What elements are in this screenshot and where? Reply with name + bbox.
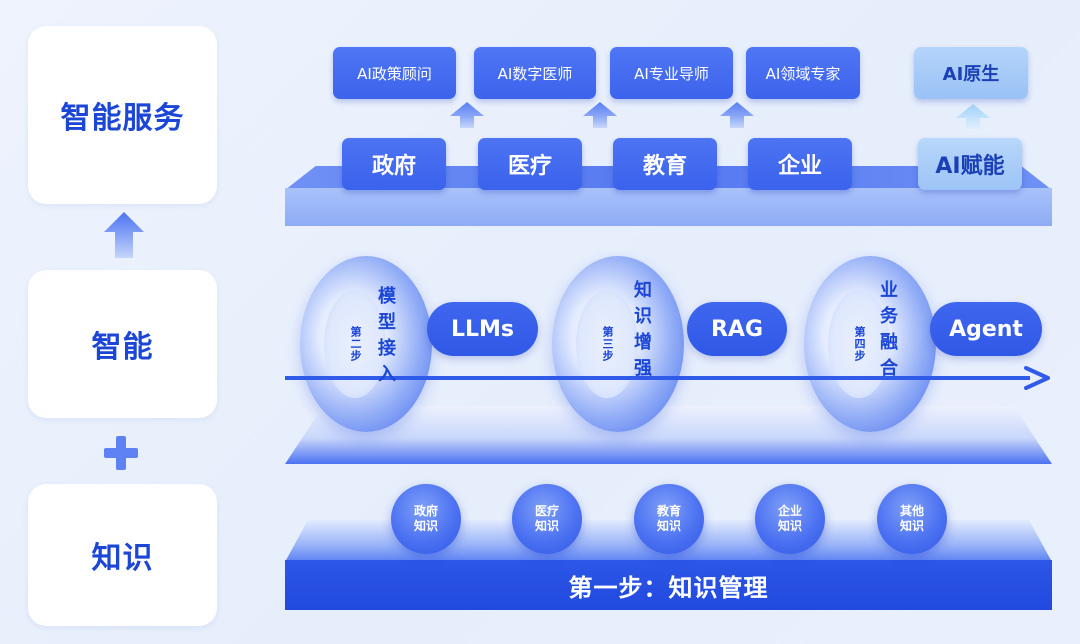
up-arrow-icon [583, 102, 617, 128]
up-arrow-icon [450, 102, 484, 128]
sector-government: 政府 [342, 138, 446, 190]
tech-label: Agent [949, 316, 1023, 342]
ball-line2: 知识 [656, 519, 681, 533]
step-number-label: 第四步 [853, 326, 866, 362]
service-ai-professional-tutor: AI专业导师 [610, 47, 733, 99]
ai-native-box: AI原生 [914, 47, 1028, 99]
title-char: 融 [880, 332, 898, 353]
service-ai-policy-advisor: AI政策顾问 [333, 47, 456, 99]
sector-label: 教育 [642, 154, 687, 179]
process-arrow-line [285, 376, 1030, 380]
title-char: 知 [634, 280, 652, 301]
ball-line2: 知识 [413, 519, 438, 533]
title-char: 型 [378, 312, 396, 333]
top-platform-base [285, 188, 1052, 226]
knowledge-ball-government: 政府 知识 [391, 484, 461, 554]
knowledge-label: 知识 [91, 541, 154, 576]
ball-line2: 知识 [534, 519, 559, 533]
service-label: AI领域专家 [765, 64, 841, 83]
title-char: 识 [634, 306, 652, 327]
knowledge-management-banner: 第一步：知识管理 [285, 560, 1052, 610]
step-ring-business-fusion: 第四步 [804, 256, 936, 432]
ball-line2: 知识 [777, 519, 802, 533]
up-arrow-icon [956, 104, 990, 130]
service-label: AI专业导师 [634, 64, 709, 83]
tech-pill-rag: RAG [687, 302, 787, 356]
sector-label: 政府 [371, 154, 416, 179]
title-char: 入 [378, 364, 396, 385]
title-char: 业 [880, 280, 898, 301]
ball-line1: 医疗 [534, 504, 559, 518]
middle-platform [285, 406, 1052, 464]
knowledge-ball-other: 其他 知识 [877, 484, 947, 554]
ai-empower-label: AI赋能 [935, 154, 1005, 179]
ring-hole: 第三步 [576, 290, 638, 398]
ball-line1: 其他 [899, 504, 924, 518]
tech-pill-llms: LLMs [427, 302, 538, 356]
step-number-label: 第三步 [601, 326, 614, 362]
step-title-model-access: 模 型 接 入 [378, 284, 396, 388]
sector-label: 医疗 [507, 154, 552, 179]
sector-label: 企业 [777, 154, 822, 179]
ai-empower-box: AI赋能 [918, 138, 1022, 190]
title-char: 合 [880, 358, 898, 379]
arrow-right-icon [1024, 366, 1050, 390]
ball-line1: 企业 [777, 504, 802, 518]
knowledge-ball-enterprise: 企业 知识 [755, 484, 825, 554]
step-ring-model-access: 第二步 [300, 256, 432, 432]
ball-line1: 政府 [413, 504, 438, 518]
title-char: 接 [378, 338, 396, 359]
title-char: 增 [634, 332, 652, 353]
sector-enterprise: 企业 [748, 138, 852, 190]
service-label: AI数字医师 [497, 64, 573, 83]
ring-hole: 第四步 [828, 290, 890, 398]
up-arrow-icon [104, 212, 144, 258]
tech-label: LLMs [450, 316, 515, 342]
knowledge-card: 知识 [28, 484, 217, 626]
sector-education: 教育 [613, 138, 717, 190]
ball-line1: 教育 [656, 504, 681, 518]
title-char: 模 [378, 286, 396, 307]
up-arrow-icon [720, 102, 754, 128]
tech-pill-agent: Agent [930, 302, 1042, 356]
step-title-business-fusion: 业 务 融 合 [880, 278, 898, 382]
intelligence-card: 智能 [28, 270, 217, 418]
smart-service-card: 智能服务 [28, 26, 217, 204]
tech-label: RAG [710, 316, 764, 342]
step-title-knowledge-enhance: 知 识 增 强 [634, 278, 652, 382]
smart-service-label: 智能服务 [60, 101, 185, 136]
ball-line2: 知识 [899, 519, 924, 533]
knowledge-ball-education: 教育 知识 [634, 484, 704, 554]
service-ai-domain-expert: AI领域专家 [746, 47, 860, 99]
title-char: 务 [880, 306, 898, 327]
ai-native-label: AI原生 [942, 64, 1000, 85]
knowledge-ball-medical: 医疗 知识 [512, 484, 582, 554]
title-char: 强 [634, 358, 652, 379]
step-ring-knowledge-enhance: 第三步 [552, 256, 684, 432]
ring-hole: 第二步 [324, 290, 386, 398]
banner-label: 第一步：知识管理 [568, 573, 769, 602]
service-ai-digital-doctor: AI数字医师 [474, 47, 596, 99]
service-label: AI政策顾问 [357, 64, 432, 83]
step-number-label: 第二步 [349, 326, 362, 362]
plus-icon [104, 436, 138, 470]
sector-medical: 医疗 [478, 138, 582, 190]
intelligence-label: 智能 [91, 330, 154, 365]
